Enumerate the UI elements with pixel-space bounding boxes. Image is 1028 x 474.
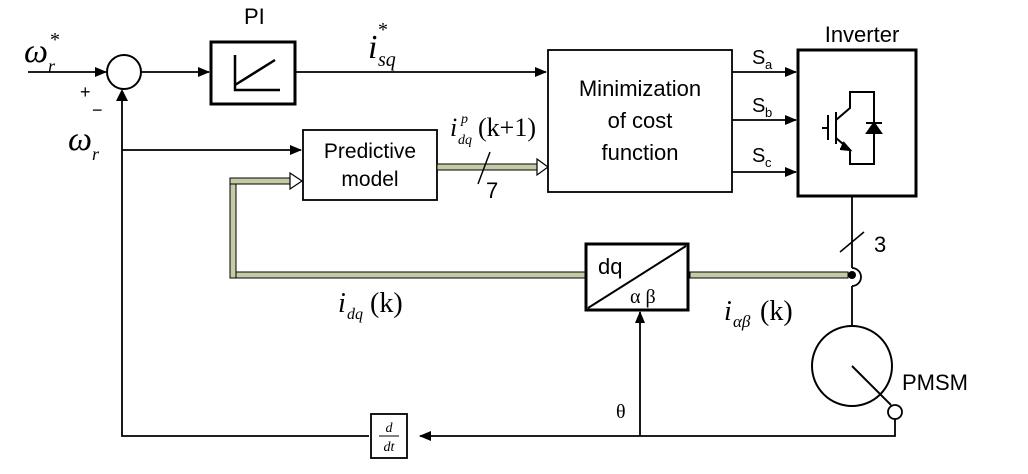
svg-text:i: i [368, 29, 377, 66]
svg-text:αβ: αβ [733, 312, 751, 331]
dq-transform-diagonal [587, 245, 687, 309]
svg-text:S: S [752, 95, 765, 117]
minimization-line3: function [601, 140, 678, 165]
svg-text:i: i [724, 296, 732, 327]
encoder-icon [887, 404, 903, 420]
dq-transform-top: dq [598, 254, 622, 279]
feedback-arrowhead [116, 89, 128, 101]
pi-title: PI [244, 4, 265, 29]
inverter-title: Inverter [825, 22, 900, 47]
predictive-line2: model [341, 168, 398, 191]
label-bus-width-pred: 7 [486, 178, 498, 203]
wire-encoder [419, 419, 896, 441]
svg-text:i: i [338, 288, 346, 319]
pi-curve-icon [233, 55, 280, 92]
motor-shaft [851, 365, 892, 406]
predictive-model-block [302, 129, 438, 201]
svg-text:*: * [50, 29, 60, 51]
svg-text:ω: ω [24, 33, 48, 70]
label-phases: 3 [874, 232, 886, 257]
phase-tick [839, 231, 865, 253]
inverter-block [796, 48, 918, 198]
svg-text:S: S [752, 47, 765, 69]
svg-text:b: b [765, 105, 772, 120]
summing-junction [106, 54, 142, 90]
label-plus: + [80, 82, 91, 102]
svg-text:sq: sq [378, 49, 396, 71]
label-isq-ref: i sq * [368, 19, 396, 71]
derivative-den: dt [384, 440, 396, 455]
label-idq: i dq (k) [338, 288, 403, 323]
label-idq-pred: i dq p (k+1) [450, 112, 536, 148]
wire-speed-feedback [121, 91, 369, 437]
svg-text:c: c [765, 155, 772, 170]
minimization-line2: of cost [608, 108, 673, 133]
svg-text:dq: dq [458, 133, 472, 148]
minimization-line1: Minimization [579, 76, 701, 101]
svg-text:*: * [378, 19, 388, 41]
derivative-num: d [386, 421, 394, 436]
label-minus: − [92, 100, 103, 120]
label-omega-ref: ω r * [24, 29, 60, 76]
svg-text:S: S [752, 145, 765, 167]
label-iab: i αβ (k) [724, 296, 793, 331]
predictive-line1: Predictive [324, 140, 416, 163]
bus-measured-current [229, 171, 856, 279]
svg-text:i: i [450, 113, 457, 142]
label-omega: ω r [68, 121, 100, 164]
cost-minimization-block [547, 49, 733, 193]
bus-predicted-current [436, 151, 550, 185]
wire-crossover [851, 267, 862, 287]
dq-transform-bottom: α β [630, 286, 656, 308]
igbt-icon [822, 91, 883, 165]
svg-text:(k+1): (k+1) [478, 113, 536, 142]
svg-text:a: a [765, 57, 773, 72]
svg-text:(k): (k) [760, 296, 793, 327]
svg-text:ω: ω [68, 121, 92, 158]
svg-text:r: r [48, 56, 56, 76]
pmsm-label: PMSM [902, 370, 968, 395]
svg-text:p: p [460, 112, 468, 127]
svg-text:(k): (k) [370, 288, 403, 319]
label-theta: θ [616, 401, 626, 423]
svg-text:dq: dq [347, 306, 363, 323]
svg-text:r: r [92, 144, 100, 164]
